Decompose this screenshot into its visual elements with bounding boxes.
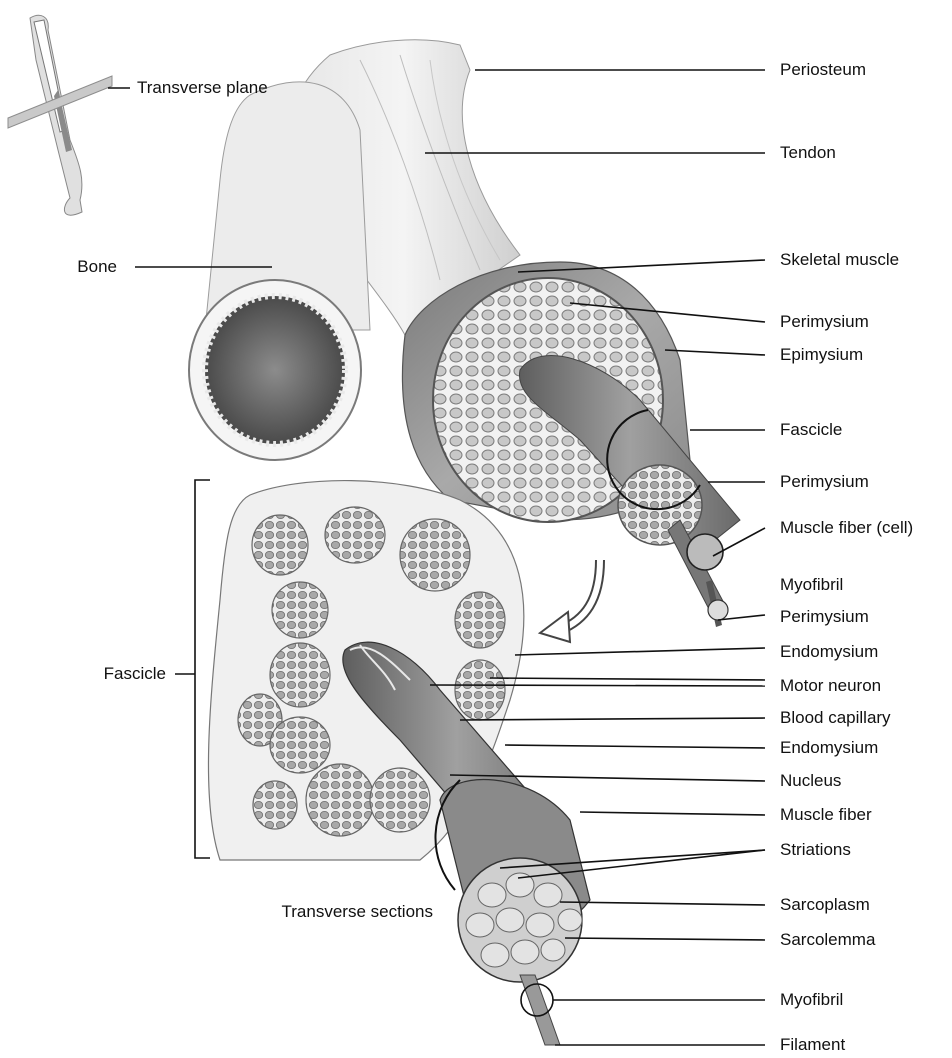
label-fascicle-right: Fascicle <box>780 420 842 440</box>
label-transverse-plane: Transverse plane <box>137 78 268 98</box>
label-striations: Striations <box>780 840 851 860</box>
label-filament: Filament <box>780 1035 845 1055</box>
label-perimysium-1: Perimysium <box>780 312 869 332</box>
fascicle-bracket <box>195 480 210 858</box>
label-epimysium: Epimysium <box>780 345 863 365</box>
label-muscle-fiber: Muscle fiber <box>780 805 872 825</box>
label-nucleus: Nucleus <box>780 771 841 791</box>
label-perimysium-2: Perimysium <box>780 472 869 492</box>
label-blood-capillary: Blood capillary <box>780 708 891 728</box>
label-tendon: Tendon <box>780 143 836 163</box>
label-sarcolemma: Sarcolemma <box>780 930 875 950</box>
label-bone: Bone <box>77 257 117 277</box>
label-myofibril-2: Myofibril <box>780 990 843 1010</box>
label-myofibril-1: Myofibril <box>780 575 843 595</box>
bone <box>189 82 370 460</box>
label-transverse-sections: Transverse sections <box>282 902 433 922</box>
label-sarcoplasm: Sarcoplasm <box>780 895 870 915</box>
label-periosteum: Periosteum <box>780 60 866 80</box>
label-fascicle-left: Fascicle <box>104 664 166 684</box>
arm-inset <box>8 15 112 215</box>
label-endomysium-1: Endomysium <box>780 642 878 662</box>
label-muscle-fiber-cell: Muscle fiber (cell) <box>780 518 913 538</box>
label-skeletal-muscle: Skeletal muscle <box>780 250 899 270</box>
zoom-arrow <box>540 560 600 642</box>
label-endomysium-2: Endomysium <box>780 738 878 758</box>
label-perimysium-3: Perimysium <box>780 607 869 627</box>
label-motor-neuron: Motor neuron <box>780 676 881 696</box>
